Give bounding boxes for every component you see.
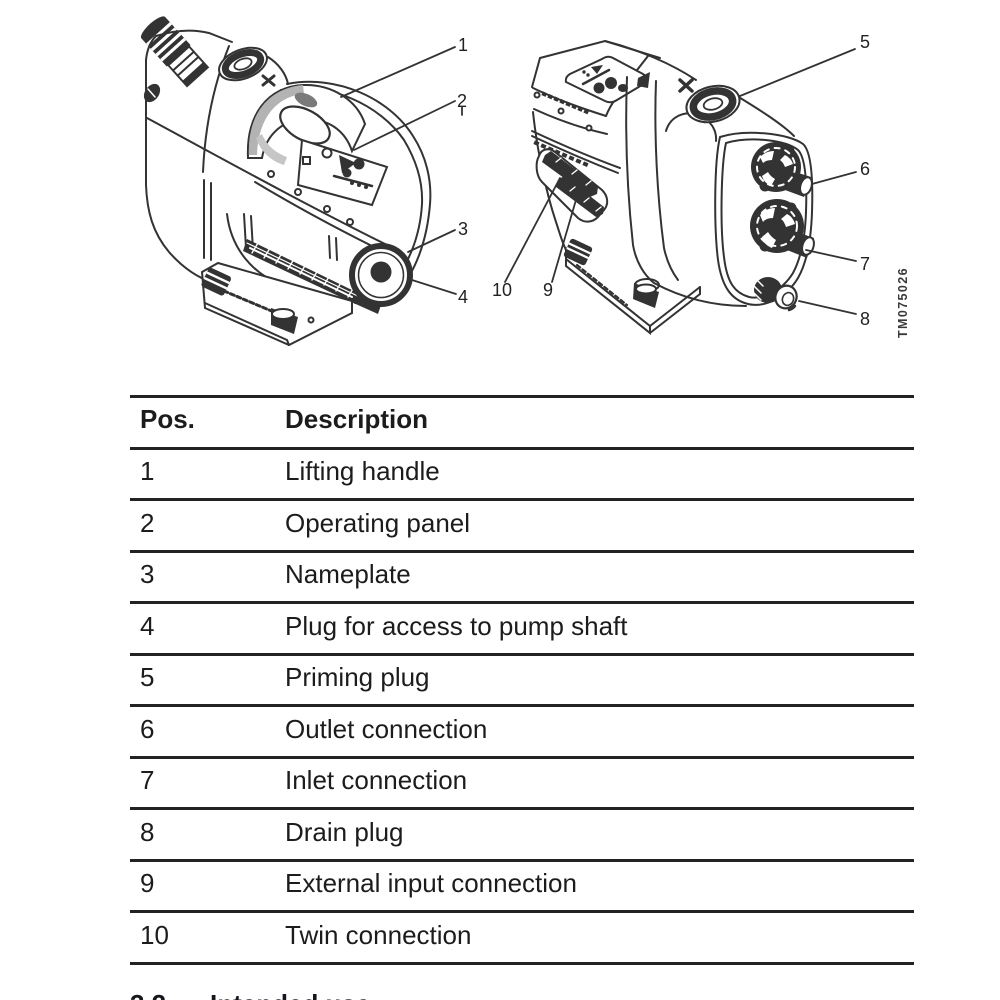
svg-text:TM075026: TM075026 xyxy=(896,267,910,338)
svg-text:6: 6 xyxy=(860,159,870,179)
svg-text:9: 9 xyxy=(543,280,553,300)
svg-text:3: 3 xyxy=(458,219,468,239)
svg-text:4: 4 xyxy=(458,287,468,307)
svg-text:8: 8 xyxy=(860,309,870,329)
svg-text:2: 2 xyxy=(457,91,467,111)
svg-text:5: 5 xyxy=(860,32,870,52)
svg-text:10: 10 xyxy=(492,280,512,300)
svg-text:7: 7 xyxy=(860,254,870,274)
svg-text:1: 1 xyxy=(458,35,468,55)
